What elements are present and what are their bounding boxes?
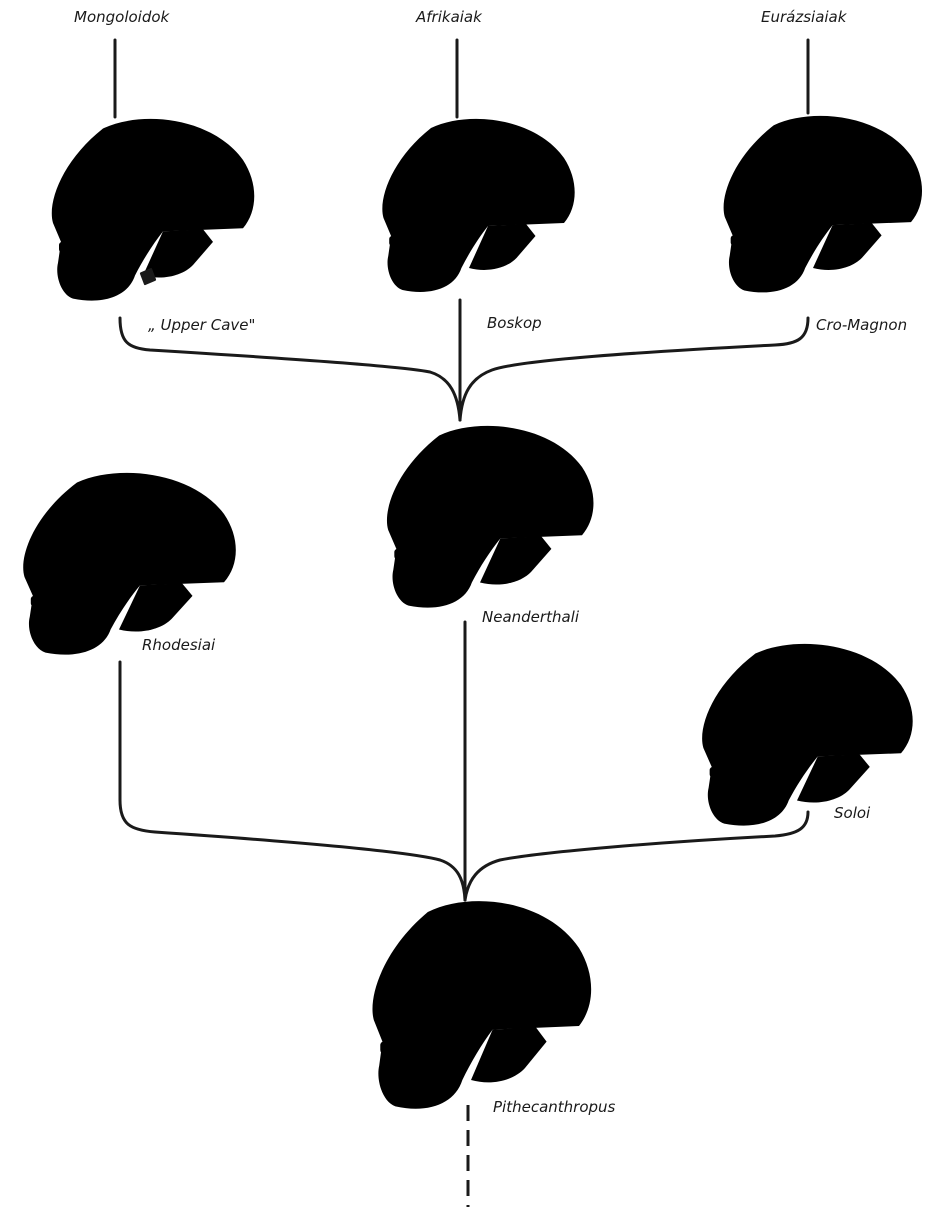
label-afrikaiak: Afrikaiak: [416, 8, 482, 26]
label-mongoloidok: Mongoloidok: [74, 8, 169, 26]
label-pithecanthropus: Pithecanthropus: [493, 1098, 615, 1116]
cro-magnon-skull-icon: [724, 116, 922, 293]
label-soloi: Soloi: [834, 804, 870, 822]
label-boskop: Boskop: [487, 314, 542, 332]
label-neanderthali: Neanderthali: [482, 608, 579, 626]
branch-soloi: [465, 812, 808, 900]
label-eurazsiaiak: Eurázsiaiak: [761, 8, 846, 26]
pithecanthropus-skull-icon: [372, 901, 591, 1109]
upper-cave-skull-icon: [52, 119, 254, 301]
label-cro-magnon: Cro-Magnon: [816, 316, 907, 334]
neanderthali-skull-icon: [387, 426, 594, 608]
boskop-skull-icon: [382, 119, 574, 292]
label-rhodesiai: Rhodesiai: [142, 636, 215, 654]
soloi-skull-icon: [702, 644, 913, 826]
rhodesiai-skull-icon: [23, 473, 236, 655]
branch-rhodesiai: [120, 662, 465, 900]
label-upper-cave: „ Upper Cave": [148, 316, 255, 334]
branch-cro-magnon: [460, 318, 808, 420]
